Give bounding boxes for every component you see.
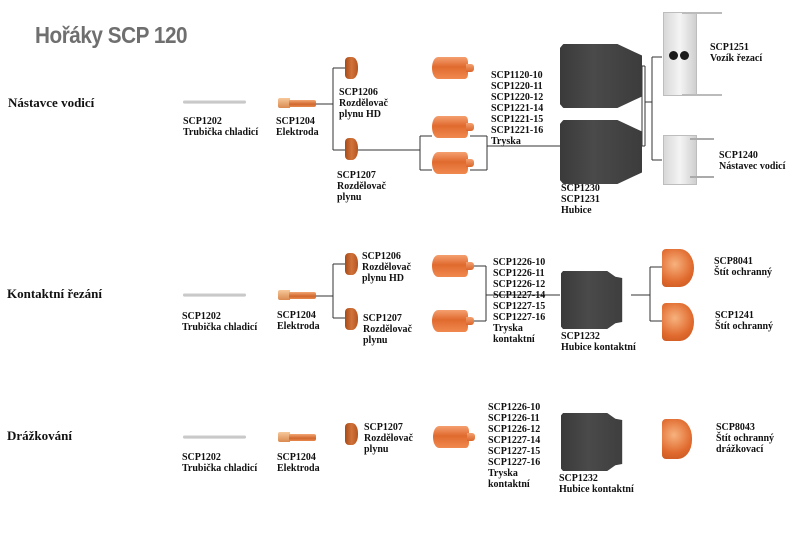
cooling-tube-label: SCP1202 Trubička chladicí xyxy=(182,311,258,333)
electrode-image xyxy=(278,98,318,108)
gouging-shield-image xyxy=(662,419,692,459)
cooling-tube-label: SCP1202 Trubička chladicí xyxy=(183,116,259,138)
swirl-ring-hd-image xyxy=(345,253,358,275)
cooling-tube-image xyxy=(183,293,246,297)
swirl-ring-image xyxy=(345,138,358,160)
nozzle-image xyxy=(433,426,475,448)
shield-label: SCP1241 Štít ochranný xyxy=(715,310,774,332)
nozzle-label: SCP1226-10 SCP1226-11 SCP1226-12 SCP1227… xyxy=(488,402,541,490)
electrode-label: SCP1204 Elektroda xyxy=(276,116,319,138)
shield-cap-label: SCP1230 SCP1231 Hubice xyxy=(561,183,600,216)
nozzle-image xyxy=(432,310,474,332)
cooling-tube-image xyxy=(183,435,246,439)
electrode-label: SCP1204 Elektroda xyxy=(277,310,320,332)
swirl-ring-hd-label: SCP1206 Rozdělovač plynu HD xyxy=(339,87,388,120)
electrode-label: SCP1204 Elektroda xyxy=(277,452,320,474)
cutting-trolley-image xyxy=(663,12,697,96)
guide-rod xyxy=(690,138,714,140)
shield-image xyxy=(662,303,694,341)
nozzle-image xyxy=(432,152,474,174)
section-label-contact-cutting: Kontaktní řezání xyxy=(7,286,102,301)
electrode-image xyxy=(278,290,318,300)
nozzle-image xyxy=(432,116,474,138)
cutting-trolley-label: SCP1251 Vozík řezací xyxy=(710,42,763,64)
gouging-shield-label: SCP8043 Štít ochranný drážkovací xyxy=(716,422,775,455)
swirl-ring-hd-label: SCP1206 Rozdělovač plynu HD xyxy=(362,251,411,284)
shield-image xyxy=(662,249,694,287)
nozzle-label: SCP1226-10 SCP1226-11 SCP1226-12 SCP1227… xyxy=(493,257,546,345)
swirl-ring-hd-image xyxy=(345,57,358,79)
trolley-rod xyxy=(682,12,722,14)
nozzle-image xyxy=(432,57,474,79)
page-title: Hořáky SCP 120 xyxy=(35,22,188,48)
section-label-gouging: Drážkování xyxy=(7,428,72,443)
swirl-ring-label: SCP1207 Rozdělovač plynu xyxy=(363,313,412,346)
cooling-tube-image xyxy=(183,100,246,104)
swirl-ring-label: SCP1207 Rozdělovač plynu xyxy=(337,170,386,203)
shield-label: SCP8041 Štít ochranný xyxy=(714,256,773,278)
guide-attachment-label: SCP1240 Nástavec vodicí xyxy=(719,150,786,172)
contact-cap-image xyxy=(561,413,623,471)
swirl-ring-label: SCP1207 Rozdělovač plynu xyxy=(364,422,413,455)
swirl-ring-image xyxy=(345,308,358,330)
shield-cap-image xyxy=(560,44,642,108)
nozzle-image xyxy=(432,255,474,277)
guide-rod xyxy=(690,176,714,178)
contact-cap-label: SCP1232 Hubice kontaktní xyxy=(559,473,634,495)
nozzle-label: SCP1120-10 SCP1220-11 SCP1220-12 SCP1221… xyxy=(491,70,544,147)
contact-cap-label: SCP1232 Hubice kontaktní xyxy=(561,331,636,353)
trolley-rod xyxy=(682,94,722,96)
cooling-tube-label: SCP1202 Trubička chladicí xyxy=(182,452,258,474)
section-label-guide-attachments: Nástavce vodicí xyxy=(8,95,95,110)
shield-cap-image xyxy=(560,120,642,184)
swirl-ring-image xyxy=(345,423,358,445)
electrode-image xyxy=(278,432,318,442)
contact-cap-image xyxy=(561,271,623,329)
